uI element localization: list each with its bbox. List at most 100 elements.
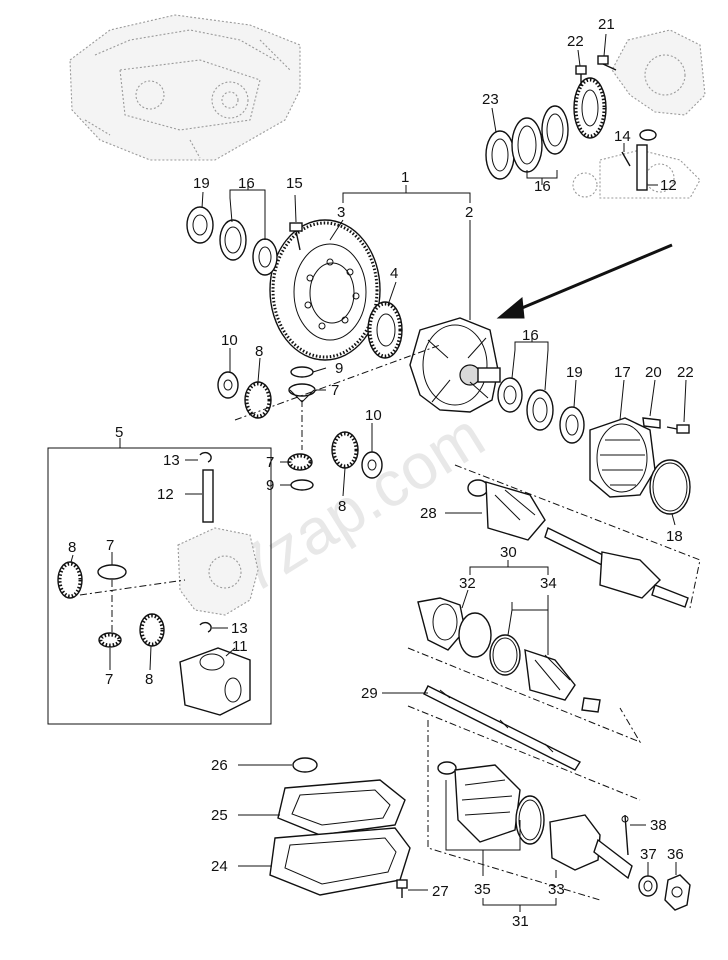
side-gear-8-box-left — [57, 561, 83, 599]
callout-11: 11 — [232, 638, 248, 655]
washer-37 — [638, 875, 658, 897]
callout-8-box-right: 8 — [145, 671, 153, 688]
callout-27: 27 — [432, 883, 449, 900]
callout-1: 1 — [401, 169, 409, 186]
callout-labels: 1 2 3 4 5 7 7 7 7 8 8 8 8 9 9 10 10 11 1… — [68, 16, 694, 930]
callout-32: 32 — [459, 575, 476, 592]
adapter-17 — [589, 417, 656, 498]
callout-22-main: 22 — [677, 364, 694, 381]
callout-17: 17 — [614, 364, 631, 381]
drive-shaft-28 — [454, 464, 701, 609]
callout-16-inset: 16 — [534, 178, 551, 195]
callout-29: 29 — [361, 685, 378, 702]
diff-case-ghost-5 — [177, 527, 259, 616]
callout-38: 38 — [650, 817, 667, 834]
callout-14: 14 — [614, 128, 631, 145]
callout-9-upper: 9 — [335, 360, 343, 377]
gasket-25 — [277, 779, 406, 836]
pinion-7-lower — [287, 453, 313, 471]
callout-24: 24 — [211, 858, 228, 875]
pin-38 — [621, 814, 629, 856]
bearing-16-right — [497, 377, 554, 431]
clip-20 — [642, 417, 661, 429]
ring-gear-3 — [269, 219, 381, 361]
transmission-housing-ghost — [69, 14, 301, 161]
washer-10-upper — [217, 371, 239, 399]
side-gear-8-upper — [244, 381, 272, 419]
callout-13-upper: 13 — [163, 452, 180, 469]
callout-26: 26 — [211, 757, 228, 774]
callout-30: 30 — [500, 544, 517, 561]
callout-7-box-top: 7 — [106, 537, 114, 554]
bearing-16-inset — [511, 105, 569, 173]
pinion-7-box-bottom — [98, 632, 122, 648]
seal-19-left — [186, 206, 214, 244]
callout-28: 28 — [420, 505, 437, 522]
callout-36: 36 — [667, 846, 684, 863]
callout-16-left: 16 — [238, 175, 255, 192]
callout-33: 33 — [548, 881, 565, 898]
callout-7-lower: 7 — [266, 454, 274, 471]
clip-13-lower — [199, 621, 212, 633]
differential-case-2 — [409, 317, 501, 413]
callout-35: 35 — [474, 881, 491, 898]
washer-9-lower — [290, 479, 314, 491]
joint-assembly-31-33-35 — [427, 720, 633, 901]
callout-23: 23 — [482, 91, 499, 108]
callout-25: 25 — [211, 807, 228, 824]
cross-block-11 — [179, 647, 251, 716]
seal-19-right — [559, 406, 585, 444]
callout-8-lower: 8 — [338, 498, 346, 515]
callout-20: 20 — [645, 364, 662, 381]
callout-10-lower: 10 — [365, 407, 382, 424]
seal-23-inset — [485, 130, 515, 180]
washer-inset — [639, 129, 657, 141]
callout-7-box-bottom: 7 — [105, 671, 113, 688]
bolt-22-main — [666, 424, 690, 434]
callout-34: 34 — [540, 575, 557, 592]
washer-10-lower — [361, 451, 383, 479]
callout-31: 31 — [512, 913, 529, 930]
callout-37: 37 — [640, 846, 657, 863]
pointer-arrow — [496, 243, 673, 319]
washer-9-upper — [290, 366, 314, 378]
callout-15: 15 — [286, 175, 303, 192]
inset-box-5 — [47, 438, 272, 725]
side-gear-8-box-right — [139, 613, 165, 647]
bolt-27 — [396, 879, 408, 898]
shaft-12-box — [202, 469, 214, 523]
ring-gear-inset — [573, 77, 607, 139]
callout-10-upper: 10 — [221, 332, 238, 349]
callout-22-inset: 22 — [567, 33, 584, 50]
assembly-axes — [234, 344, 441, 450]
side-gear-8-lower — [331, 431, 359, 469]
pin-14-inset — [621, 151, 631, 167]
callout-8-box-left: 8 — [68, 539, 76, 556]
leader-lines — [70, 33, 687, 912]
bolt-15 — [289, 222, 303, 251]
callout-19-left: 19 — [193, 175, 210, 192]
callout-16-right: 16 — [522, 327, 539, 344]
seal-ring-18 — [649, 459, 691, 515]
box-axes — [79, 579, 186, 635]
callout-2: 2 — [465, 204, 473, 221]
callout-4: 4 — [390, 265, 398, 282]
bearing-16-left — [219, 219, 278, 276]
speedo-gear-4 — [367, 301, 403, 359]
callout-12-box: 12 — [157, 486, 174, 503]
bolt-22-inset — [575, 65, 587, 86]
callout-19-right: 19 — [566, 364, 583, 381]
clip-13-upper — [199, 451, 212, 463]
oil-pan-24 — [269, 827, 411, 896]
watermark: 7zap.com — [223, 399, 496, 607]
callout-8-upper: 8 — [255, 343, 263, 360]
callout-9-lower: 9 — [266, 477, 274, 494]
callout-21: 21 — [598, 16, 615, 33]
callout-3: 3 — [337, 204, 345, 221]
nut-36 — [664, 874, 691, 911]
bolt-21-inset — [597, 55, 617, 71]
joint-assembly-30-32-34 — [407, 597, 642, 744]
callout-12-inset: 12 — [660, 177, 677, 194]
shaft-12-inset — [636, 144, 648, 191]
